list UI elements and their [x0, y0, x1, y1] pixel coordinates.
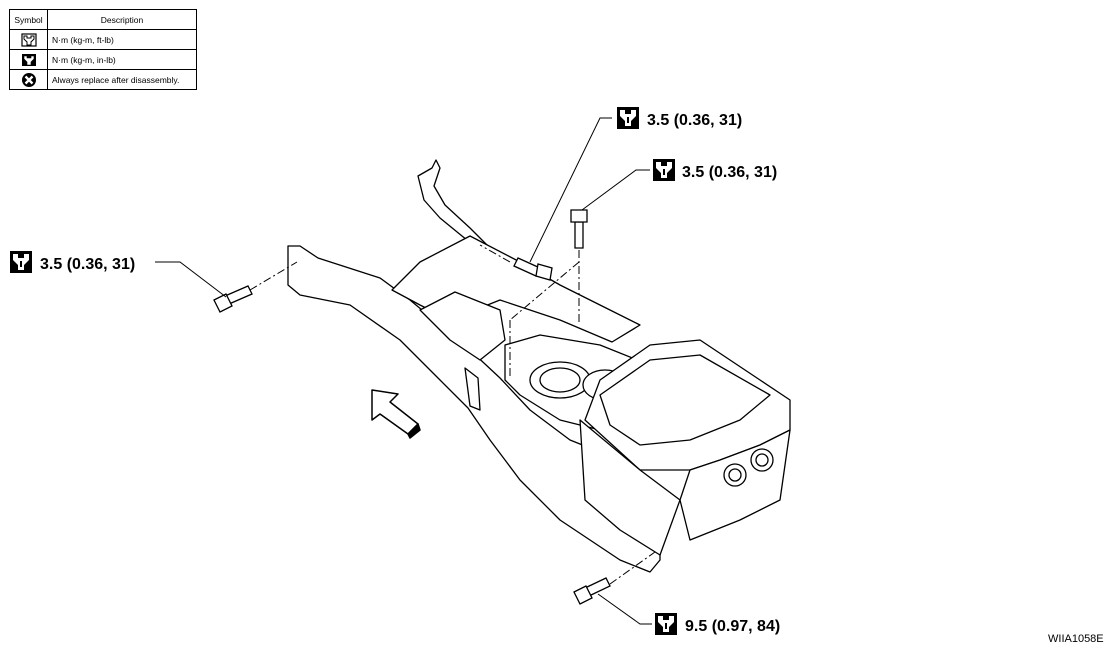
torque-icon: [655, 613, 677, 635]
bolt-bottom: [573, 577, 611, 605]
torque-callout-top-center: 3.5 (0.36, 31): [617, 107, 742, 129]
legend-row: Always replace after disassembly.: [9, 69, 197, 90]
leader-lines: [155, 117, 652, 625]
torque-icon: [10, 251, 32, 273]
center-console: [287, 159, 791, 573]
torque-value-top-right: 3.5 (0.36, 31): [682, 164, 777, 181]
torque-callout-bottom: 9.5 (0.97, 84): [655, 613, 780, 635]
torque-ft-lb-icon: [20, 32, 37, 47]
alignment-lines: [249, 244, 656, 585]
legend-description: Always replace after disassembly.: [47, 69, 197, 90]
replace-icon: [21, 72, 36, 87]
torque-value-left: 3.5 (0.36, 31): [40, 256, 135, 273]
legend-row: N·m (kg-m, ft-lb): [9, 29, 197, 50]
symbol-legend-table: Symbol Description N·m (kg-m, ft-lb) N·m…: [9, 9, 197, 90]
bolt-top-right: [570, 209, 588, 249]
torque-callout-left: 3.5 (0.36, 31): [10, 251, 135, 273]
torque-icon: [617, 107, 639, 129]
bolt-top-center: [513, 257, 553, 281]
torque-value-top-center: 3.5 (0.36, 31): [647, 112, 742, 129]
front-arrow-icon: [371, 389, 421, 439]
torque-callout-top-right: 3.5 (0.36, 31): [653, 159, 777, 181]
bolt-left: [213, 285, 253, 313]
torque-icon: [653, 159, 675, 181]
legend-row: N·m (kg-m, in-lb): [9, 49, 197, 70]
figure-code: WIIA1058E: [1048, 633, 1104, 645]
torque-value-bottom: 9.5 (0.97, 84): [685, 618, 780, 635]
torque-in-lb-icon: [21, 53, 36, 66]
